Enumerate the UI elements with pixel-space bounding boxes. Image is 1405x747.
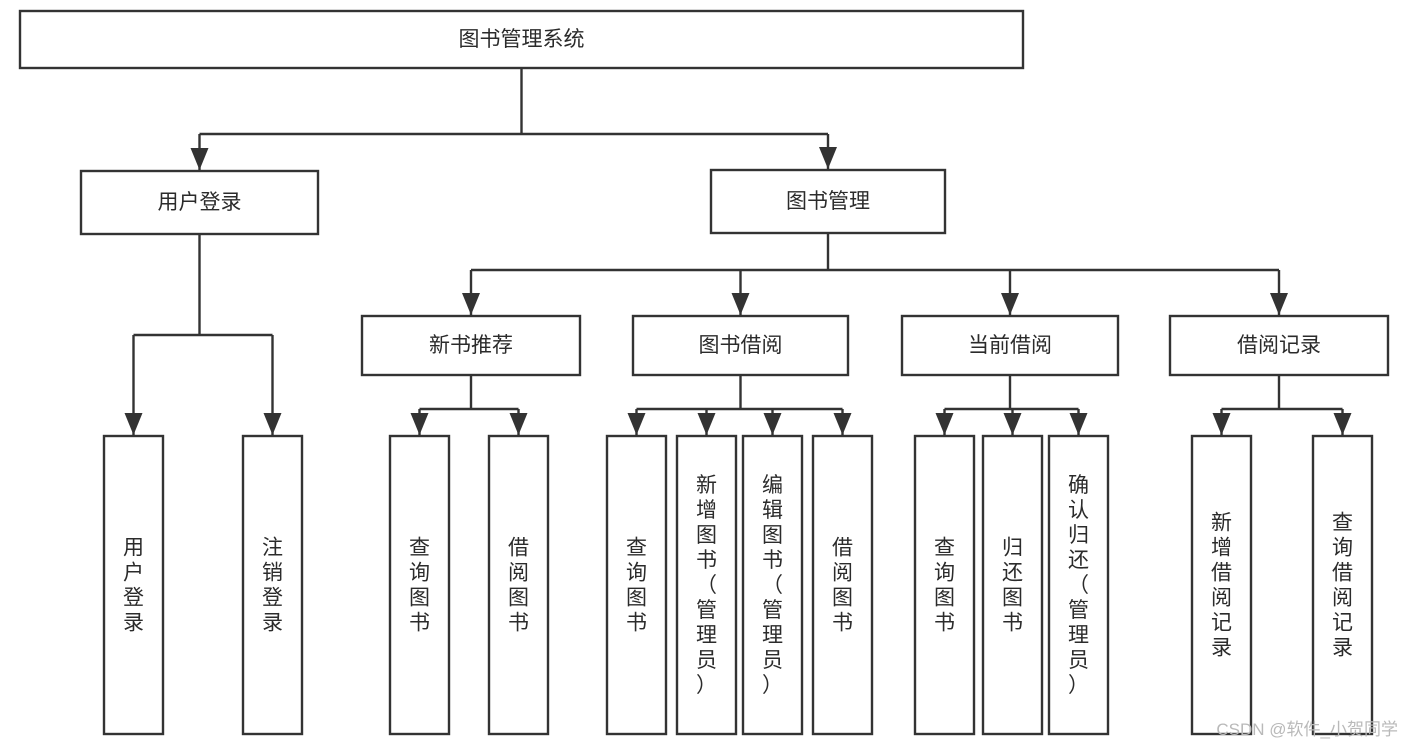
arrow-head-icon-book-manage xyxy=(819,147,837,169)
node-leaf-edit-book[interactable]: 编辑图书（管理员） xyxy=(741,434,804,736)
node-leaf-confirm-return[interactable]: 确认归还（管理员） xyxy=(1047,434,1110,736)
arrow-head-icon-leaf-query-book-3 xyxy=(935,413,954,435)
node-label-leaf-logout: 注销登录 xyxy=(262,537,283,635)
arrow-head-icon-leaf-query-book-1 xyxy=(410,413,429,435)
arrow-head-icon-user-login xyxy=(190,148,209,170)
node-label-leaf-return-book: 归还图书 xyxy=(1002,537,1023,635)
arrow-head-icon-book-borrow xyxy=(731,293,750,315)
node-label-book-borrow: 图书借阅 xyxy=(699,334,783,357)
node-label-leaf-borrow-book-1: 借阅图书 xyxy=(508,537,529,635)
node-box-leaf-logout[interactable] xyxy=(241,434,304,736)
node-box-current-borrow[interactable] xyxy=(900,314,1120,377)
node-user-login[interactable]: 用户登录 xyxy=(79,169,320,236)
node-label-leaf-add-record: 新增借阅记录 xyxy=(1211,512,1232,660)
node-label-leaf-add-book: 新增图书（管理员） xyxy=(696,474,717,697)
node-leaf-borrow-book-1[interactable]: 借阅图书 xyxy=(487,434,550,736)
csdn-watermark: CSDN @软件_小贺同学 xyxy=(1216,720,1398,739)
node-label-current-borrow: 当前借阅 xyxy=(968,334,1052,357)
node-box-book-manage[interactable] xyxy=(709,168,947,235)
node-leaf-logout[interactable]: 注销登录 xyxy=(241,434,304,736)
node-label-root: 图书管理系统 xyxy=(459,28,585,51)
arrow-head-icon-borrow-record xyxy=(1270,293,1288,315)
node-label-leaf-edit-book: 编辑图书（管理员） xyxy=(762,474,783,697)
node-box-leaf-query-record[interactable] xyxy=(1311,434,1374,736)
arrow-head-icon-leaf-add-record xyxy=(1212,413,1231,435)
node-box-leaf-borrow-book-1[interactable] xyxy=(487,434,550,736)
node-box-book-borrow[interactable] xyxy=(631,314,850,377)
node-box-leaf-edit-book[interactable] xyxy=(741,434,804,736)
node-label-leaf-confirm-return: 确认归还（管理员） xyxy=(1068,474,1089,697)
node-label-leaf-query-record: 查询借阅记录 xyxy=(1332,512,1353,660)
node-leaf-add-record[interactable]: 新增借阅记录 xyxy=(1190,434,1253,736)
node-box-leaf-borrow-book-2[interactable] xyxy=(811,434,874,736)
arrow-head-icon-current-borrow xyxy=(1001,293,1019,315)
node-box-user-login[interactable] xyxy=(79,169,320,236)
node-label-leaf-borrow-book-2: 借阅图书 xyxy=(832,537,853,635)
node-current-borrow[interactable]: 当前借阅 xyxy=(900,314,1120,377)
node-label-leaf-query-book-3: 查询图书 xyxy=(934,537,955,635)
node-borrow-record[interactable]: 借阅记录 xyxy=(1168,314,1390,377)
arrow-head-icon-leaf-logout xyxy=(263,413,282,435)
arrow-head-icon-leaf-add-book xyxy=(697,413,716,435)
node-leaf-query-book-1[interactable]: 查询图书 xyxy=(388,434,451,736)
node-leaf-return-book[interactable]: 归还图书 xyxy=(981,434,1044,736)
node-label-new-book-rec: 新书推荐 xyxy=(429,334,513,357)
boxes-layer: 图书管理系统用户登录图书管理新书推荐图书借阅当前借阅借阅记录用户登录注销登录查询… xyxy=(18,9,1390,736)
node-label-leaf-user-login: 用户登录 xyxy=(123,537,144,635)
node-box-new-book-rec[interactable] xyxy=(360,314,582,377)
node-label-borrow-record: 借阅记录 xyxy=(1237,334,1321,357)
node-root[interactable]: 图书管理系统 xyxy=(18,9,1025,70)
node-book-borrow[interactable]: 图书借阅 xyxy=(631,314,850,377)
node-label-user-login: 用户登录 xyxy=(158,191,242,214)
node-box-leaf-user-login[interactable] xyxy=(102,434,165,736)
node-leaf-query-record[interactable]: 查询借阅记录 xyxy=(1311,434,1374,736)
connectors-layer xyxy=(124,68,1352,435)
arrow-head-icon-leaf-user-login xyxy=(124,413,143,435)
node-box-leaf-query-book-2[interactable] xyxy=(605,434,668,736)
node-box-leaf-return-book[interactable] xyxy=(981,434,1044,736)
node-label-leaf-query-book-1: 查询图书 xyxy=(409,537,430,635)
arrow-head-icon-leaf-confirm-return xyxy=(1069,413,1088,435)
arrow-head-icon-new-book-rec xyxy=(462,293,480,315)
node-box-root[interactable] xyxy=(18,9,1025,70)
node-leaf-borrow-book-2[interactable]: 借阅图书 xyxy=(811,434,874,736)
node-box-leaf-query-book-3[interactable] xyxy=(913,434,976,736)
node-box-borrow-record[interactable] xyxy=(1168,314,1390,377)
arrow-head-icon-leaf-return-book xyxy=(1003,413,1022,435)
node-box-leaf-add-book[interactable] xyxy=(675,434,738,736)
node-leaf-query-book-2[interactable]: 查询图书 xyxy=(605,434,668,736)
node-box-leaf-confirm-return[interactable] xyxy=(1047,434,1110,736)
node-box-leaf-query-book-1[interactable] xyxy=(388,434,451,736)
arrow-head-icon-leaf-query-record xyxy=(1333,413,1352,435)
node-leaf-add-book[interactable]: 新增图书（管理员） xyxy=(675,434,738,736)
node-leaf-query-book-3[interactable]: 查询图书 xyxy=(913,434,976,736)
node-leaf-user-login[interactable]: 用户登录 xyxy=(102,434,165,736)
node-label-leaf-query-book-2: 查询图书 xyxy=(626,537,647,635)
arrow-head-icon-leaf-query-book-2 xyxy=(627,413,646,435)
arrow-head-icon-leaf-edit-book xyxy=(763,413,782,435)
arrow-head-icon-leaf-borrow-book-1 xyxy=(509,413,528,435)
node-box-leaf-add-record[interactable] xyxy=(1190,434,1253,736)
node-label-book-manage: 图书管理 xyxy=(786,190,870,213)
node-book-manage[interactable]: 图书管理 xyxy=(709,168,947,235)
node-new-book-rec[interactable]: 新书推荐 xyxy=(360,314,582,377)
arrow-head-icon-leaf-borrow-book-2 xyxy=(833,413,852,435)
